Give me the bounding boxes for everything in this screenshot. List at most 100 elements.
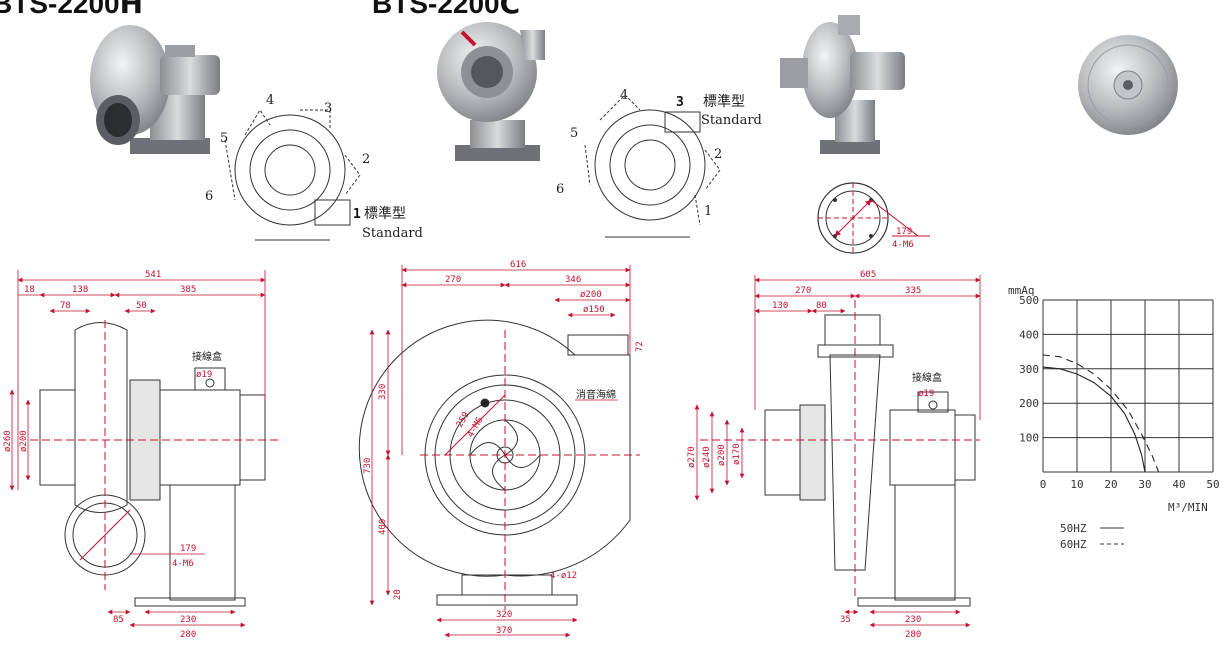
photo-blower-side <box>780 15 905 154</box>
x-tick-label: 20 <box>1104 478 1117 491</box>
svg-text:ø200: ø200 <box>19 430 29 452</box>
svg-text:消音海綿: 消音海綿 <box>576 388 616 401</box>
svg-text:ø170: ø170 <box>732 443 742 465</box>
svg-text:179: 179 <box>896 227 912 237</box>
svg-text:400: 400 <box>378 519 388 535</box>
svg-text:6: 6 <box>205 189 213 204</box>
svg-text:230: 230 <box>180 615 196 625</box>
svg-text:1: 1 <box>704 204 712 219</box>
svg-text:270: 270 <box>795 286 811 296</box>
y-tick-label: 300 <box>1019 363 1039 376</box>
svg-text:3: 3 <box>676 95 684 110</box>
flange-detail: 179 4-M6 <box>817 182 930 254</box>
side-view-h-dims <box>9 270 266 628</box>
side-view-c <box>700 300 980 607</box>
model-title-h: BTS-2200H <box>0 0 144 20</box>
svg-text:2: 2 <box>714 147 722 162</box>
svg-text:346: 346 <box>565 275 581 285</box>
x-tick-label: 50 <box>1206 478 1219 491</box>
chart-xlabel: M³/MIN <box>1168 501 1208 514</box>
orientation-labels-left: 4 3 5 2 6 1 標準型 Standard <box>205 93 423 241</box>
x-tick-label: 40 <box>1172 478 1185 491</box>
svg-text:138: 138 <box>72 285 88 295</box>
svg-text:Standard: Standard <box>362 226 423 241</box>
svg-text:35: 35 <box>840 615 851 625</box>
x-tick-label: 30 <box>1138 478 1151 491</box>
svg-text:330: 330 <box>378 384 388 400</box>
svg-text:4: 4 <box>620 88 628 103</box>
svg-text:5: 5 <box>570 126 578 141</box>
svg-text:72: 72 <box>635 341 645 352</box>
svg-text:ø19: ø19 <box>196 370 212 380</box>
front-view-c <box>358 319 640 610</box>
svg-text:20: 20 <box>393 589 403 600</box>
svg-text:50: 50 <box>136 301 147 311</box>
svg-text:270: 270 <box>445 275 461 285</box>
front-view-c-dims <box>369 265 631 638</box>
svg-text:730: 730 <box>363 458 373 474</box>
chart-ylabel: mmAq <box>1008 284 1035 297</box>
orientation-diagram-left <box>224 109 361 241</box>
svg-text:ø260: ø260 <box>3 430 13 452</box>
legend-60hz-label: 60HZ <box>1060 538 1087 551</box>
svg-text:280: 280 <box>180 630 196 640</box>
svg-text:78: 78 <box>60 301 71 311</box>
orientation-labels-right: 4 3 標準型 Standard 5 2 6 1 <box>556 88 762 219</box>
model-title-c: BTS-2200C <box>372 0 521 20</box>
svg-text:616: 616 <box>510 260 526 270</box>
chart-legend: 50HZ 60HZ <box>1060 522 1124 551</box>
svg-text:Standard: Standard <box>701 113 762 128</box>
svg-text:ø19: ø19 <box>918 389 934 399</box>
svg-text:541: 541 <box>145 270 161 280</box>
x-tick-label: 0 <box>1040 478 1047 491</box>
svg-text:605: 605 <box>860 270 876 280</box>
y-tick-label: 200 <box>1019 397 1039 410</box>
side-view-h-labels: 541 18 138 385 78 50 ø260 ø200 接線盒 ø19 1… <box>3 270 222 640</box>
svg-text:80: 80 <box>816 301 827 311</box>
svg-text:385: 385 <box>180 285 196 295</box>
svg-text:4-M6: 4-M6 <box>892 240 914 250</box>
svg-text:4: 4 <box>266 93 274 108</box>
side-view-c-dims <box>694 275 981 628</box>
chart-grid <box>1042 299 1214 473</box>
chart-tick-labels: 0 10 20 30 40 50 100 200 300 400 500 <box>1019 294 1220 491</box>
svg-text:179: 179 <box>180 544 196 554</box>
photo-blower-h <box>90 25 220 154</box>
svg-text:接線盒: 接線盒 <box>912 371 942 384</box>
chart-series <box>1042 354 1160 473</box>
series-line-50hz <box>1042 366 1146 473</box>
svg-text:ø270: ø270 <box>687 446 697 468</box>
performance-chart: mmAq 0 10 20 30 40 50 100 200 300 400 500 M³/MIN 5… <box>1008 284 1220 551</box>
svg-text:ø240: ø240 <box>702 446 712 468</box>
svg-text:130: 130 <box>772 301 788 311</box>
svg-text:1: 1 <box>353 207 361 222</box>
svg-text:ø150: ø150 <box>583 305 605 315</box>
orientation-diagram-right <box>584 94 721 238</box>
x-tick-label: 10 <box>1070 478 1083 491</box>
front-view-c-labels: 616 270 346 ø200 ø150 72 730 330 400 20 … <box>363 260 645 636</box>
y-tick-label: 100 <box>1019 432 1039 445</box>
svg-text:6: 6 <box>556 182 564 197</box>
svg-text:85: 85 <box>113 615 124 625</box>
svg-text:5: 5 <box>220 131 228 146</box>
svg-text:320: 320 <box>496 610 512 620</box>
svg-text:18: 18 <box>24 285 35 295</box>
series-line-60hz <box>1042 354 1160 473</box>
y-tick-label: 400 <box>1019 328 1039 341</box>
y-tick-label: 500 <box>1019 294 1039 307</box>
side-view-h <box>30 320 280 607</box>
svg-text:2: 2 <box>362 152 370 167</box>
svg-text:3: 3 <box>324 101 332 116</box>
photo-impeller <box>1078 35 1178 135</box>
legend-50hz-label: 50HZ <box>1060 522 1087 535</box>
svg-text:230: 230 <box>905 615 921 625</box>
side-view-c-labels: 605 270 335 130 80 ø270 ø240 ø200 ø170 接… <box>687 270 942 640</box>
svg-text:標準型: 標準型 <box>703 94 745 110</box>
photo-blower-c <box>437 22 545 161</box>
svg-text:335: 335 <box>905 286 921 296</box>
svg-text:ø200: ø200 <box>717 444 727 466</box>
svg-text:標準型: 標準型 <box>364 206 406 222</box>
svg-text:接線盒: 接線盒 <box>192 350 222 363</box>
